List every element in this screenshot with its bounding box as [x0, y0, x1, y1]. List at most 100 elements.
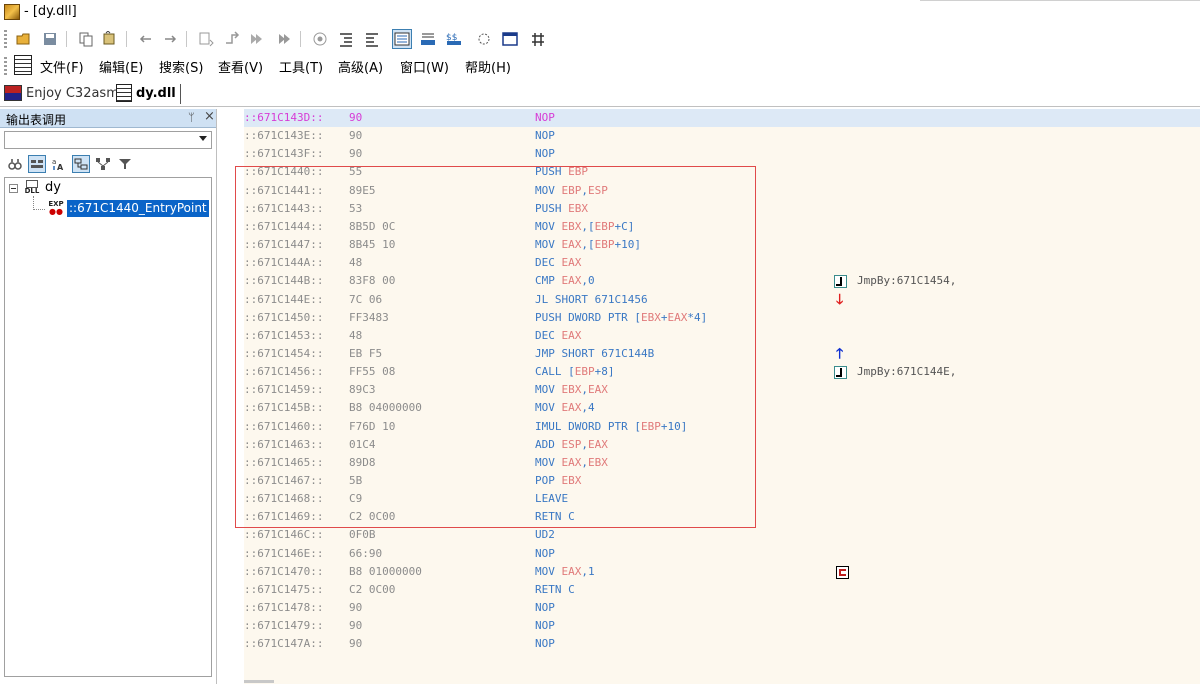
view-list-icon[interactable] — [28, 155, 46, 173]
horizontal-scrollbar[interactable] — [244, 680, 274, 683]
jump-reference[interactable]: JmpBy:671C144E, — [834, 363, 956, 381]
copy-icon[interactable] — [76, 29, 96, 49]
row-instruction: NOP — [535, 617, 555, 635]
open-folder-icon[interactable] — [14, 29, 34, 49]
row-address: ::671C1475:: — [244, 582, 324, 596]
row-address: ::671C1479:: — [244, 619, 324, 633]
register-token: EAX — [561, 401, 582, 415]
export-icon-text: EXP — [48, 200, 64, 208]
instruction-token: JL SHORT 671C1456 — [535, 292, 648, 306]
tab-dy-dll[interactable]: dy.dll — [116, 82, 176, 104]
menubar-grip[interactable] — [4, 57, 7, 75]
menu-item-2[interactable]: 搜索(S) — [159, 61, 204, 76]
toolbar-separator — [300, 31, 301, 47]
collapse-toggle[interactable] — [9, 184, 18, 193]
list-outdent-icon[interactable] — [362, 29, 382, 49]
tab-enjoy-c32asm[interactable]: Enjoy C32asm — [4, 82, 119, 104]
run-all-icon[interactable] — [274, 29, 294, 49]
panel-dropdown[interactable] — [4, 131, 212, 149]
filter-icon[interactable] — [116, 155, 134, 173]
menu-item-0[interactable]: 文件(F) — [40, 61, 84, 76]
chevron-down-icon[interactable] — [199, 136, 207, 141]
list-indent-icon[interactable] — [336, 29, 356, 49]
view-dollar-icon[interactable]: $$ — [444, 29, 464, 49]
grid-icon[interactable] — [528, 29, 548, 49]
menu-item-1[interactable]: 编辑(E) — [99, 61, 144, 76]
save-icon[interactable] — [40, 29, 60, 49]
jump-reference[interactable]: JmpBy:671C1454, — [834, 272, 956, 290]
hierarchy-icon[interactable] — [94, 155, 112, 173]
row-address: ::671C146C:: — [244, 528, 324, 542]
toolbar-grip[interactable] — [4, 30, 7, 48]
close-icon[interactable]: × — [204, 109, 215, 124]
view-tree-icon[interactable] — [72, 155, 90, 173]
row-instruction: ADD ESP,EAX — [535, 436, 608, 454]
document-icon[interactable] — [14, 55, 32, 75]
register-token: EAX — [588, 437, 608, 451]
puzzle-icon[interactable] — [474, 29, 494, 49]
window-icon[interactable] — [500, 29, 520, 49]
jump-icon[interactable] — [222, 29, 242, 49]
row-opcode-bytes: 90 — [349, 111, 363, 124]
svg-text:a: a — [52, 158, 56, 166]
menu-item-5[interactable]: 高级(A) — [338, 61, 384, 76]
instruction-token: ,[ — [581, 219, 595, 233]
target-icon[interactable] — [310, 29, 330, 49]
view-hex-icon[interactable] — [392, 29, 412, 49]
row-opcode-bytes: 89D8 — [349, 455, 376, 469]
forward-arrow-icon[interactable] — [160, 29, 180, 49]
pin-icon[interactable]: ᛘ — [188, 111, 195, 124]
row-address: ::671C146E:: — [244, 546, 324, 560]
tree-item-entrypoint[interactable]: ::671C1440_EntryPoint — [66, 199, 210, 218]
menu-item-6[interactable]: 窗口(W) — [400, 61, 449, 76]
menu-item-7[interactable]: 帮助(H) — [465, 61, 511, 76]
menu-item-3[interactable]: 查看(V) — [218, 61, 264, 76]
row-instruction: JMP SHORT 671C144B — [535, 345, 654, 363]
binoculars-icon[interactable] — [6, 155, 24, 173]
register-token: EBP — [594, 219, 615, 233]
run-icon[interactable] — [246, 29, 266, 49]
instruction-token: UD2 — [535, 528, 555, 542]
tree-root-dy[interactable]: dy — [45, 180, 61, 195]
register-token: EBX — [588, 455, 608, 469]
menu-item-4[interactable]: 工具(T) — [279, 61, 324, 76]
step-icon[interactable] — [196, 29, 216, 49]
view-bar-icon[interactable] — [418, 29, 438, 49]
back-arrow-icon[interactable] — [136, 29, 156, 49]
find-icon[interactable] — [100, 29, 120, 49]
row-opcode-bytes: 01C4 — [349, 437, 376, 451]
copy-icon-glyph — [79, 32, 93, 47]
